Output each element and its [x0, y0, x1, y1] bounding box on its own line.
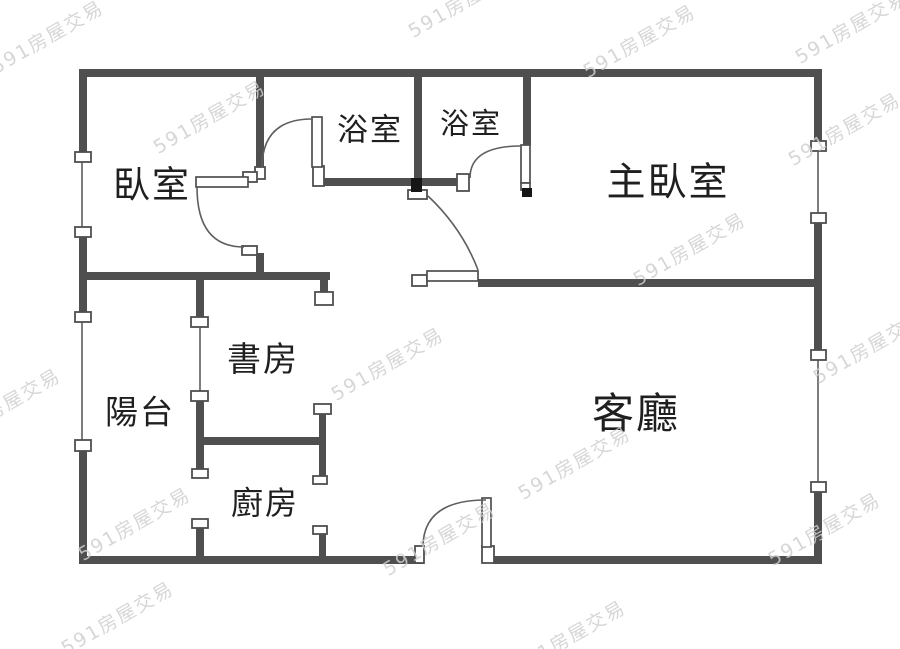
bedroom-door-arc — [196, 186, 245, 248]
door-jamb — [414, 545, 425, 564]
wall-balcony-study — [196, 400, 204, 470]
window-cap — [810, 349, 827, 361]
wall-end-cap — [191, 518, 209, 529]
window-cap — [810, 481, 827, 493]
room-label-bath-1: 浴室 — [337, 112, 403, 149]
bathroom1-door-panel — [311, 116, 323, 168]
wall-bathroom2-right — [523, 69, 531, 145]
room-label-living-room: 客廳 — [591, 389, 681, 438]
wall-kitchen-right-upper — [319, 413, 326, 477]
entry-door-panel — [481, 497, 492, 548]
room-label-bedroom: 臥室 — [113, 163, 191, 207]
wall-kitchen-right-lower — [319, 533, 326, 557]
room-label-master-bedroom: 主臥室 — [606, 160, 730, 206]
window-cap — [74, 151, 92, 163]
window-cap — [190, 316, 209, 328]
exterior-wall-bottom-right — [493, 556, 822, 564]
door-jamb — [411, 274, 428, 287]
door-stop-cap — [522, 188, 532, 197]
window-cap — [190, 390, 209, 402]
wall-end-cap — [313, 403, 332, 415]
door-stop-cap — [411, 178, 422, 192]
wall-bedroom-bottom — [80, 272, 330, 280]
window-cap — [74, 311, 92, 323]
door-jamb — [456, 173, 470, 192]
window-cap — [74, 226, 92, 238]
exterior-wall-right-upper — [814, 69, 822, 143]
room-label-bath-2: 浴室 — [439, 106, 503, 141]
window-cap — [810, 212, 827, 224]
wall-bedroom-right — [256, 69, 264, 168]
window-cap — [810, 140, 827, 152]
exterior-wall-top — [80, 69, 822, 77]
wall-end-cap — [312, 525, 328, 535]
wall-bedroom-right-stub — [256, 253, 264, 274]
bathroom2-door-arc — [469, 145, 522, 179]
entry-door-arc — [422, 499, 487, 548]
master-bedroom-door-panel — [426, 270, 479, 282]
exterior-wall-bottom-left — [80, 556, 424, 564]
exterior-wall-left-upper — [79, 69, 87, 153]
room-label-kitchen: 廚房 — [230, 484, 300, 522]
room-label-balcony: 陽台 — [105, 392, 175, 432]
wall-end-cap — [191, 468, 209, 479]
wall-master-bedroom-bottom — [478, 279, 822, 287]
exterior-wall-left-lower — [79, 451, 87, 564]
door-jamb — [241, 245, 258, 256]
bathroom2-door-panel — [520, 144, 531, 184]
bedroom-door-panel — [195, 176, 249, 188]
door-jamb — [481, 545, 495, 564]
bathroom1-door-arc — [261, 118, 313, 169]
wall-end-cap — [314, 291, 334, 306]
wall-study-kitchen-divider — [200, 437, 325, 445]
wall-bathrooms-bottom — [322, 178, 458, 186]
wall-balcony-study-stub — [196, 280, 204, 318]
wall-hall-column-stub — [320, 280, 328, 294]
window-cap — [74, 439, 92, 452]
master-bedroom-door-arc — [427, 195, 479, 271]
door-jamb — [312, 165, 325, 187]
wall-balcony-kitchen — [196, 528, 204, 558]
wall-bathroom-divider — [414, 69, 422, 179]
exterior-wall-right-lower — [814, 492, 822, 564]
room-label-study: 書房 — [227, 340, 299, 380]
wall-end-cap — [312, 475, 328, 485]
